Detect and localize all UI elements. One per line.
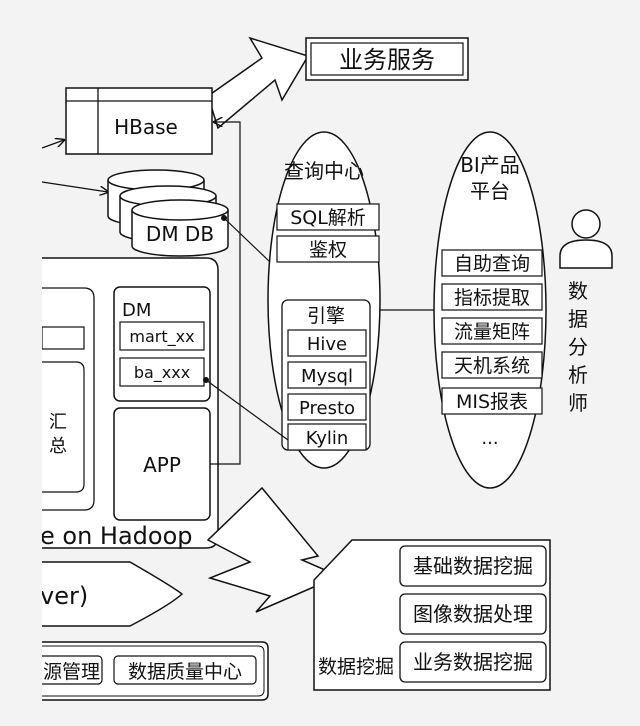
bi-item-metric-extract: 指标提取 xyxy=(454,287,530,309)
dm-db-cylinders: DM DB xyxy=(107,169,229,257)
dm-title: DM xyxy=(122,300,151,321)
engine-presto: Presto xyxy=(299,398,355,419)
analyst-char-5: 师 xyxy=(568,391,588,415)
dm-db-label: DM DB xyxy=(146,222,214,246)
bi-item-mis-report: MIS报表 xyxy=(456,391,528,413)
bi-more: ... xyxy=(481,428,498,449)
bi-title-line2: 平台 xyxy=(470,179,510,203)
query-center: 查询中心 SQL解析 鉴权 引擎 Hive Mysql Presto Kylin xyxy=(267,131,381,469)
left-crop-margin xyxy=(0,0,42,726)
analyst-char-1: 数 xyxy=(568,279,588,303)
dm-item-ba: ba_xxx xyxy=(134,363,190,383)
governance-item-source-mgmt: 源管理 xyxy=(43,661,100,683)
mining-item-image: 图像数据处理 xyxy=(413,602,533,626)
left-arrow-fragment-label: ver) xyxy=(40,582,88,610)
engine-title: 引擎 xyxy=(307,305,345,327)
summary-char-1: 汇 xyxy=(49,412,67,433)
bi-item-tianji: 天机系统 xyxy=(454,355,530,377)
bi-title-line1: BI产品 xyxy=(460,153,520,177)
mining-arrow-shape xyxy=(206,486,351,613)
analyst-char-4: 析 xyxy=(568,363,588,387)
dm-box: DM mart_xx ba_xxx xyxy=(113,286,211,402)
analyst-char-2: 据 xyxy=(568,307,588,331)
bi-item-traffic-matrix: 流量矩阵 xyxy=(454,321,530,343)
upward-arrow-shape xyxy=(207,36,310,130)
dm-item-mart: mart_xx xyxy=(129,327,194,347)
data-mining-box: 基础数据挖掘 图像数据处理 业务数据挖掘 数据挖掘 xyxy=(313,539,551,691)
analyst-char-3: 分 xyxy=(568,335,588,359)
engine-kylin: Kylin xyxy=(306,428,349,449)
sql-parse-label: SQL解析 xyxy=(290,207,366,229)
business-service-box xyxy=(305,37,469,81)
summary-char-2: 总 xyxy=(49,436,67,457)
auth-label: 鉴权 xyxy=(309,239,347,261)
query-center-title: 查询中心 xyxy=(284,159,364,183)
analyst-person-icon xyxy=(559,209,613,269)
mining-item-basic: 基础数据挖掘 xyxy=(413,554,533,578)
engine-hive: Hive xyxy=(307,334,347,355)
mining-item-business: 业务数据挖掘 xyxy=(413,650,533,674)
hive-on-hadoop-title: e on Hadoop xyxy=(40,522,193,550)
hbase-table: HBase xyxy=(65,87,213,155)
app-box: APP xyxy=(113,407,211,521)
left-arrow-shape xyxy=(42,561,184,627)
bi-item-self-query: 自助查询 xyxy=(454,253,530,275)
app-label: APP xyxy=(143,453,181,477)
hbase-label: HBase xyxy=(114,115,178,139)
governance-box: 源管理 数据质量中心 xyxy=(29,641,269,701)
business-service-label: 业务服务 xyxy=(339,46,435,74)
bi-platform: BI产品 平台 自助查询 指标提取 流量矩阵 天机系统 MIS报表 ... xyxy=(433,131,547,489)
mining-label: 数据挖掘 xyxy=(318,656,394,678)
governance-item-quality-center: 数据质量中心 xyxy=(128,661,242,683)
engine-mysql: Mysql xyxy=(301,366,353,387)
